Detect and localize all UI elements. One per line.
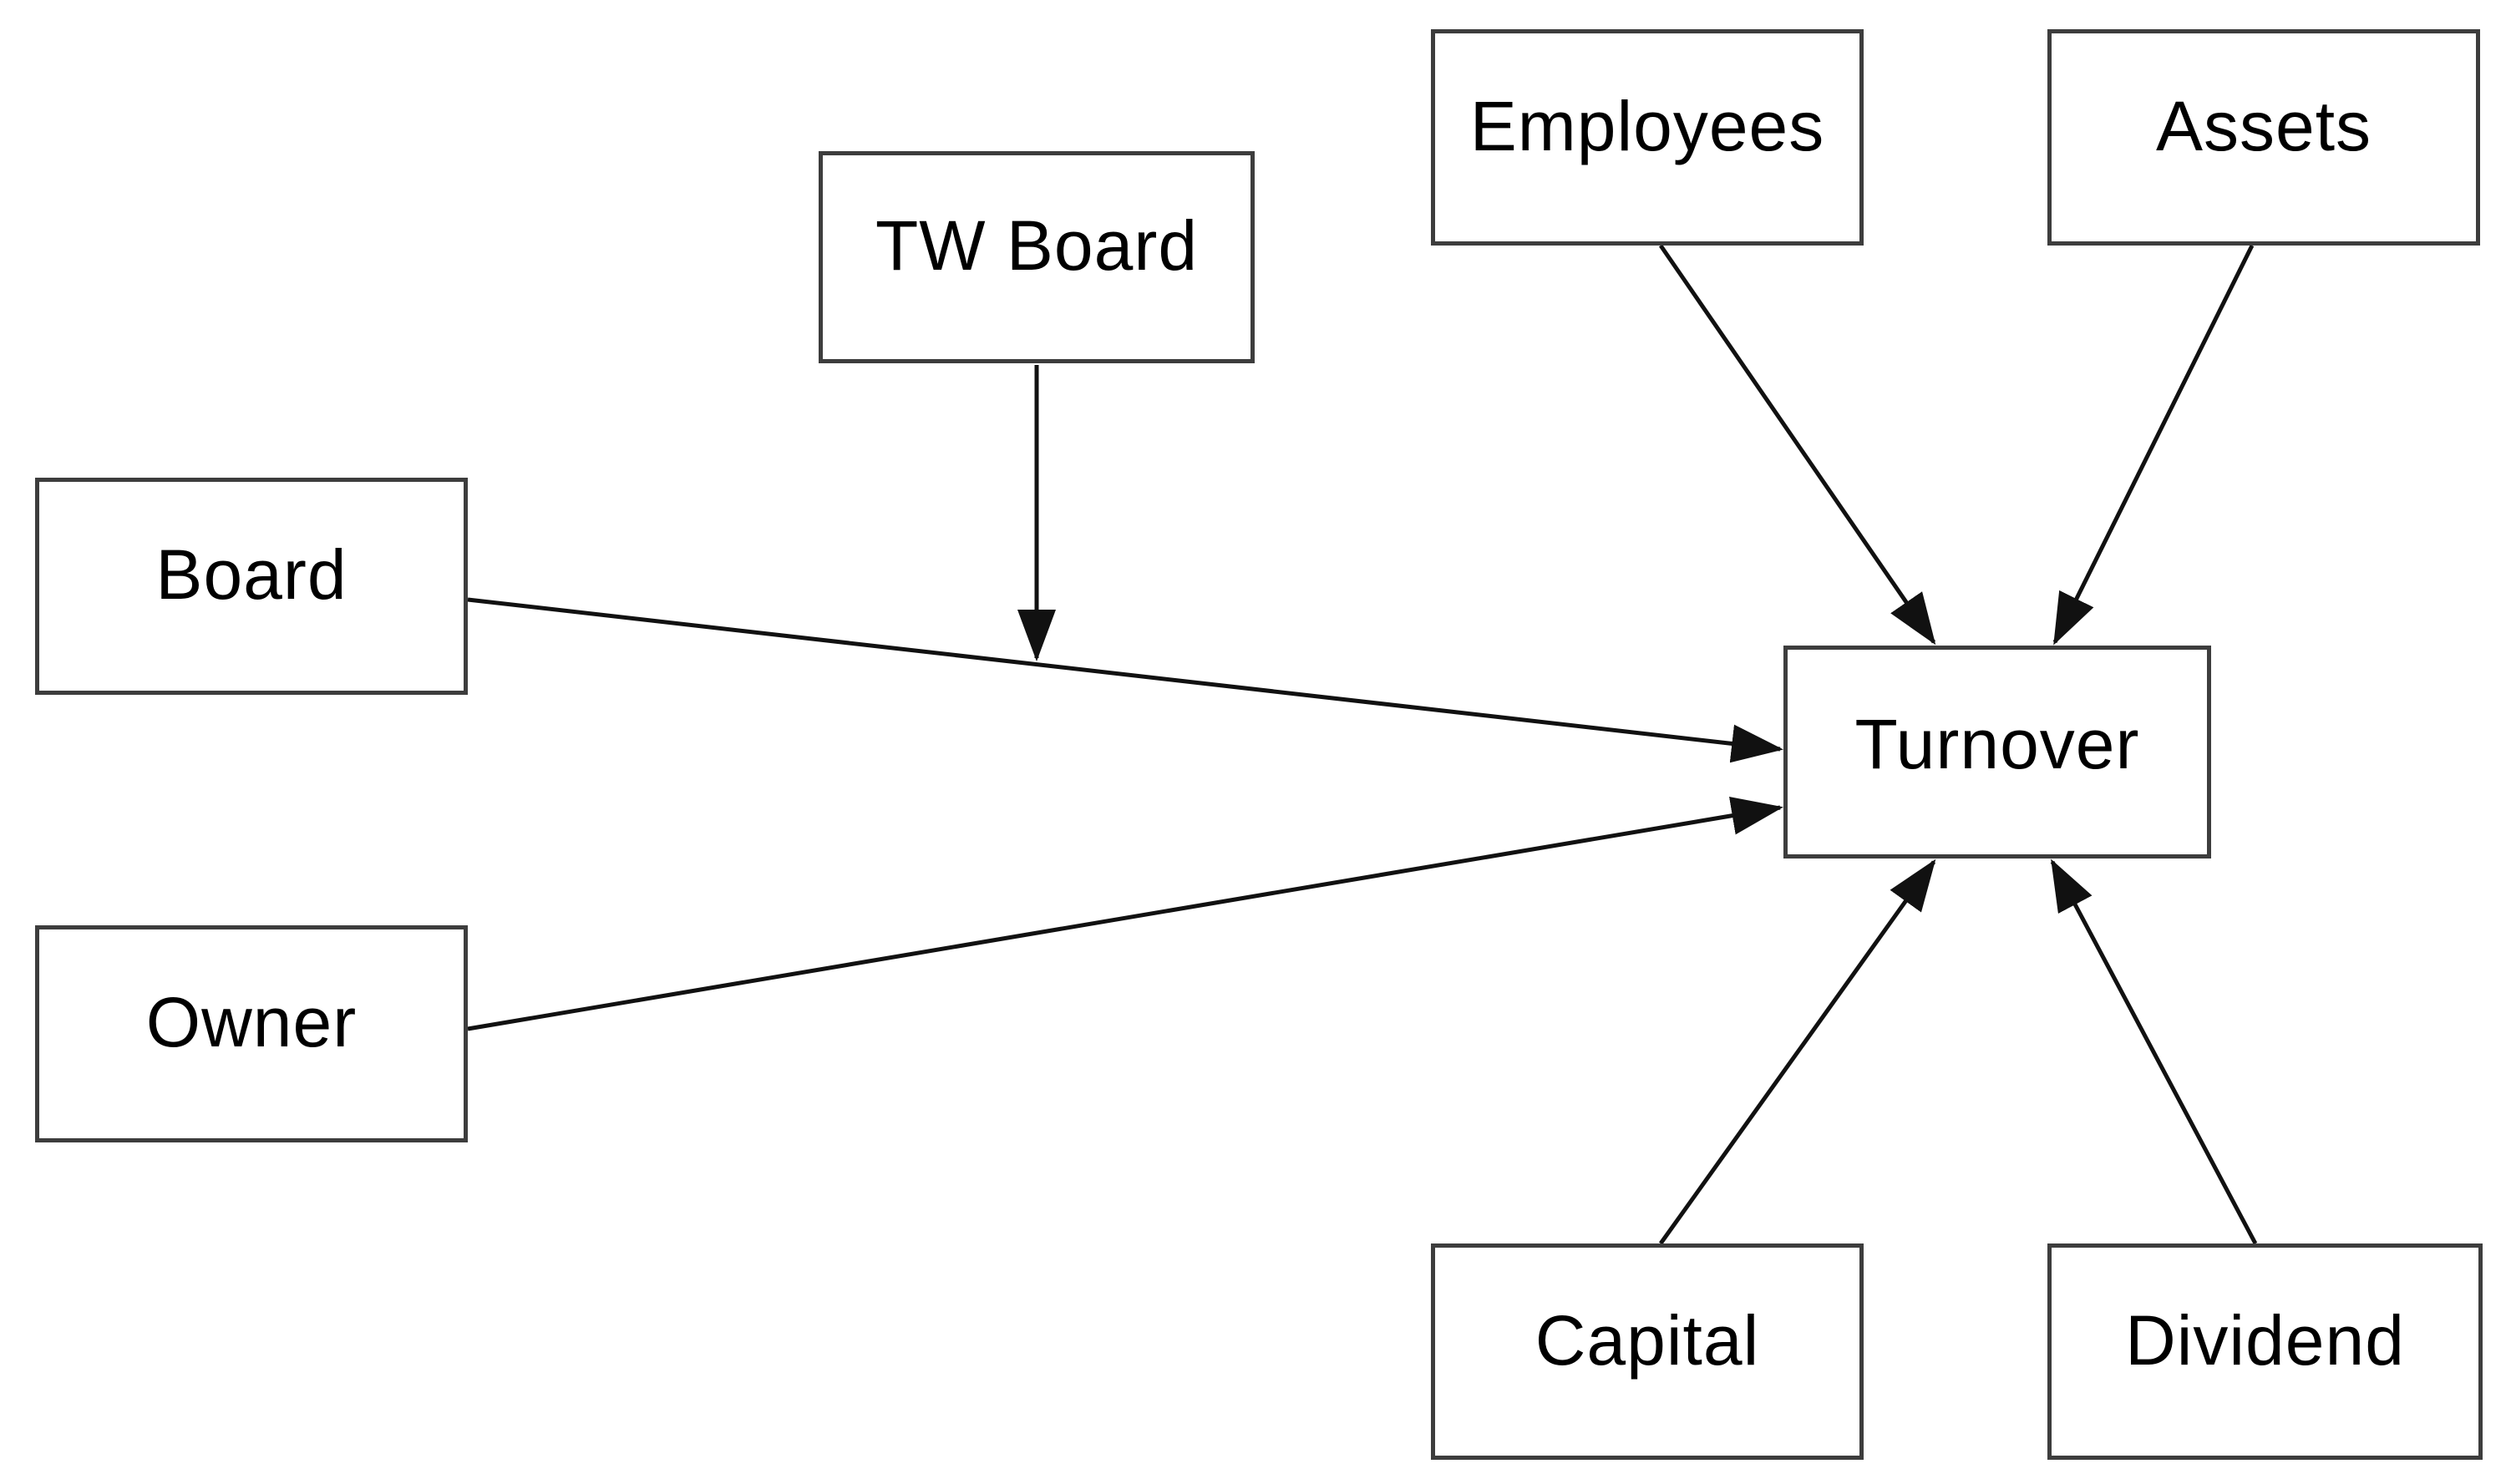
node-turnover-label: Turnover [1854,704,2140,783]
node-board-label: Board [155,535,347,614]
node-dividend: Dividend [2047,1243,2483,1460]
edge-capital-turnover [1658,858,1936,1245]
edge-owner-turnover [467,796,1783,1031]
node-tw-board-label: TW Board [875,206,1199,285]
edge-board-turnover [467,597,1783,763]
node-owner: Owner [35,925,468,1142]
edge-dividend-turnover [2050,858,2258,1245]
edge-employees-turnover [1658,244,1936,646]
node-dividend-label: Dividend [2125,1300,2405,1380]
node-assets: Assets [2047,29,2480,246]
edge-assets-turnover [2052,244,2255,646]
node-employees: Employees [1431,29,1864,246]
node-owner-label: Owner [145,983,358,1061]
node-capital-label: Capital [1535,1300,1760,1380]
node-assets-label: Assets [2155,86,2372,165]
node-capital: Capital [1431,1243,1864,1460]
node-employees-label: Employees [1469,86,1825,165]
node-turnover: Turnover [1783,646,2211,858]
node-tw-board: TW Board [819,151,1255,363]
node-board: Board [35,478,468,695]
